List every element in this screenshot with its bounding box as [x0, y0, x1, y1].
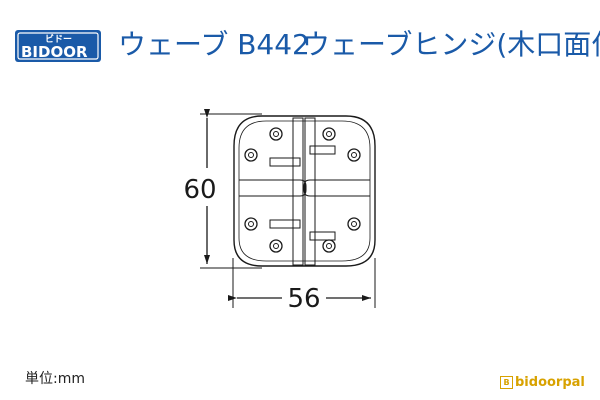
- screw-hole: [322, 239, 336, 253]
- width-label: 56: [287, 284, 320, 314]
- product-name: ウェーブ B442: [118, 28, 310, 61]
- screw-hole: [269, 239, 283, 253]
- brand-logo-icon: B: [500, 375, 513, 389]
- screw-hole: [244, 148, 258, 162]
- header: ビドー BIDOOR ウェーブ B442 ウェーブヒンジ(木口面付): [0, 0, 600, 70]
- unit-note: 単位:mm: [25, 371, 85, 387]
- screw-hole: [347, 217, 361, 231]
- bidoor-logo: ビドー BIDOOR: [15, 30, 101, 62]
- svg-text:BIDOOR: BIDOOR: [21, 43, 88, 61]
- height-dimension: 60: [183, 109, 262, 269]
- screw-holes: [244, 127, 361, 253]
- screw-hole: [322, 127, 336, 141]
- brand-text: bidoorpal: [515, 374, 585, 390]
- hinge-body: [233, 115, 376, 267]
- screw-hole: [269, 127, 283, 141]
- screw-hole: [244, 217, 258, 231]
- brand-mark: B bidoorpal: [500, 373, 585, 391]
- width-dimension: 56: [228, 258, 376, 314]
- height-label: 60: [183, 175, 216, 205]
- svg-text:ビドー: ビドー: [45, 33, 72, 45]
- screw-hole: [347, 148, 361, 162]
- product-description: ウェーブヒンジ(木口面付): [302, 28, 600, 61]
